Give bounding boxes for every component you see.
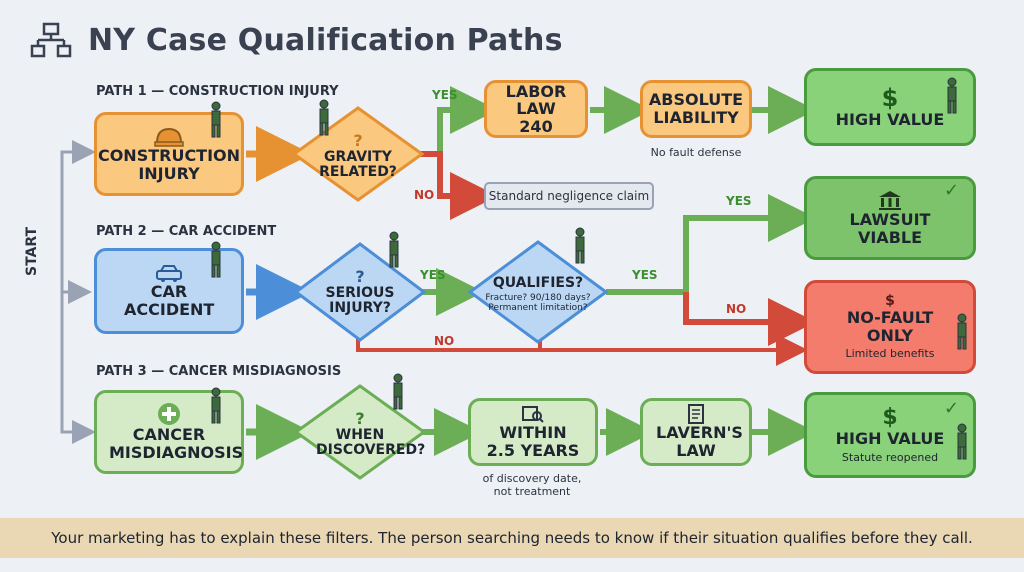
no-fault-defense-note: No fault defense [650,146,742,159]
calendar-search-icon [522,406,544,424]
lawsuit-viable-node: LAWSUIT VIABLE [804,176,976,260]
gravity-related-label: ? GRAVITY RELATED? [316,132,400,180]
hard-hat-icon [154,128,184,148]
edge-no-qualifies: NO [726,302,747,316]
qualifies-criteria: Fracture? 90/180 days? Permanent limitat… [485,293,591,314]
lawsuit-viable-label: LAWSUIT VIABLE [849,210,931,247]
standard-negligence-callout: Standard negligence claim [484,182,654,210]
dollar-icon: $ [881,84,899,112]
check-icon: ✓ [944,180,960,201]
no-fault-only-node: $ NO-FAULT ONLY Limited benefits [804,280,976,374]
footer-banner: Your marketing has to explain these filt… [0,518,1024,558]
diamond-when-discovered [293,384,427,480]
discovery-note: of discovery date, not treatment [482,472,582,498]
cancer-misdiagnosis-label: CANCER MISDIAGNOSIS [109,425,244,462]
path-2-label: PATH 2 — CAR ACCIDENT [96,224,277,239]
labor-law-label: LABOR LAW 240 [505,81,567,136]
car-icon [156,265,182,283]
money-hand-icon: $ [885,292,895,309]
dollar-icon: $ [882,405,898,431]
flowchart-icon [30,22,72,58]
limited-benefits-note: Limited benefits [845,347,935,361]
person-icon [211,77,967,460]
edge-no-serious: NO [434,334,455,348]
high-value-label-1: HIGH VALUE [835,110,945,130]
high-value-label-3: HIGH VALUE [835,429,945,449]
statute-reopened-note: Statute reopened [841,450,939,464]
absolute-liability-node: ABSOLUTE LIABILITY [640,80,752,138]
medical-cross-icon [158,403,180,426]
qualifies-label: QUALIFIES? Fracture? 90/180 days? Perman… [485,275,591,314]
question-icon: ? [355,267,365,286]
question-icon: ? [353,131,363,150]
path-1-label: PATH 1 — CONSTRUCTION INJURY [96,84,339,99]
question-icon: ? [355,409,365,428]
no-fault-only-label: NO-FAULT ONLY [846,308,934,345]
absolute-liability-label: ABSOLUTE LIABILITY [648,90,744,127]
path-3-label: PATH 3 — CANCER MISDIAGNOSIS [96,364,342,379]
high-value-node-1: $ HIGH VALUE [804,68,976,146]
diamond-serious-injury [293,242,427,342]
within-years-label: WITHIN 2.5 YEARS [486,423,580,460]
construction-injury-label: CONSTRUCTION INJURY [97,146,241,183]
laverns-law-label: LAVERN'S LAW [656,423,743,460]
within-years-node: WITHIN 2.5 YEARS [468,398,598,466]
high-value-node-3: $ HIGH VALUE Statute reopened [804,392,976,478]
edge-yes-lawsuit: YES [726,194,752,208]
edge-yes-gravity: YES [432,88,458,102]
laverns-law-node: LAVERN'S LAW [640,398,752,466]
edge-yes-qualifies: YES [632,268,658,282]
when-discovered-label: ? WHEN DISCOVERED? [316,409,426,458]
labor-law-node: LABOR LAW 240 [484,80,588,138]
car-accident-label: CAR ACCIDENT [124,282,215,319]
edge-no-gravity: NO [414,188,435,202]
header: NY Case Qualification Paths [30,22,563,58]
edge-yes-serious: YES [420,268,446,282]
document-icon [688,404,704,425]
page-title: NY Case Qualification Paths [88,22,563,58]
serious-injury-label: ? SERIOUS INJURY? [320,268,400,316]
diamond-qualifies [467,240,609,344]
bank-icon [879,191,901,211]
check-icon: ✓ [944,398,960,419]
